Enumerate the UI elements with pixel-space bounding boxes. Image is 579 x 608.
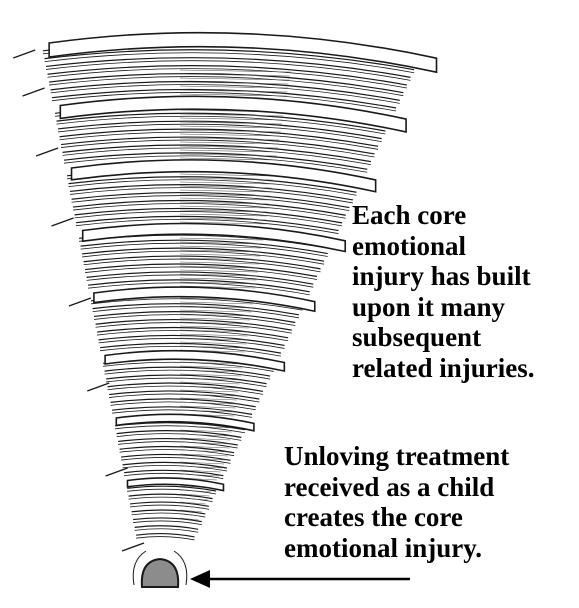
core-annotation: Unloving treatment received as a child c… <box>284 441 509 563</box>
shading-line <box>180 506 204 508</box>
layer-ring-edge <box>133 521 202 525</box>
arrow-head <box>190 570 210 588</box>
side-dash-mark <box>36 148 58 156</box>
shading-line <box>180 78 289 80</box>
shading-line <box>180 70 291 72</box>
layer-ring-edge <box>132 513 206 517</box>
core-layer-plate <box>83 223 345 251</box>
layers-annotation: Each core emotional injury has built upo… <box>352 200 534 383</box>
side-dash-mark <box>106 468 128 476</box>
side-dash-mark <box>122 543 144 551</box>
shading-line <box>180 490 211 492</box>
shading-line <box>180 498 208 500</box>
layer-ring-edge <box>136 537 194 540</box>
core-injury-shape <box>142 559 178 587</box>
layer-ring-edge <box>85 267 317 280</box>
layer-ring-edge <box>135 529 199 533</box>
layer-ring-edge <box>82 251 324 264</box>
core-injury <box>133 551 187 587</box>
pointer-arrow <box>190 570 410 588</box>
layer-ring-edge <box>84 259 321 272</box>
side-dash-mark <box>69 298 91 306</box>
layer-ring-edge <box>105 370 271 379</box>
side-dash-mark <box>23 88 45 96</box>
side-dash-mark <box>87 383 109 391</box>
side-dash-mark <box>52 218 74 226</box>
side-dash-mark <box>13 50 35 58</box>
